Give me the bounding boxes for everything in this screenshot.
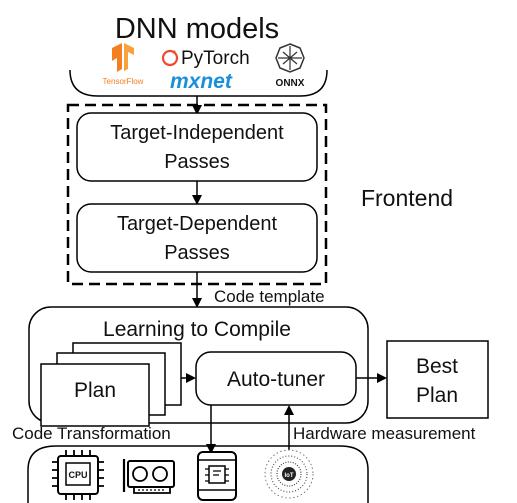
autotuner-label: Auto-tuner xyxy=(227,368,325,391)
svg-text:Passes: Passes xyxy=(164,151,230,173)
svg-text:ONNX: ONNX xyxy=(276,78,305,89)
svg-text:TensorFlow: TensorFlow xyxy=(103,77,144,86)
diagram-title: DNN models xyxy=(115,13,279,45)
plan-label: Plan xyxy=(74,379,116,402)
learning-to-compile-label: Learning to Compile xyxy=(103,318,291,341)
hardware-measurement-label: Hardware measurement xyxy=(293,424,476,443)
models-container xyxy=(69,69,328,97)
code-template-label: Code template xyxy=(214,287,325,306)
cpu-icon: CPU xyxy=(52,450,104,500)
iot-icon: IoT xyxy=(264,449,314,499)
mobile-device-icon xyxy=(197,451,237,501)
plan-card-front xyxy=(40,363,150,427)
tensorflow-logo: TensorFlow xyxy=(103,43,144,86)
svg-text:PyTorch: PyTorch xyxy=(181,48,250,69)
best-plan-box xyxy=(386,340,489,419)
pytorch-logo: PyTorch xyxy=(161,48,250,69)
svg-text:Best: Best xyxy=(416,355,458,378)
svg-text:Target-Independent: Target-Independent xyxy=(110,122,284,144)
mxnet-logo: mxnet xyxy=(170,70,233,93)
onnx-logo: ONNX xyxy=(275,43,305,89)
frontend-label: Frontend xyxy=(361,185,453,211)
svg-text:Passes: Passes xyxy=(164,242,230,264)
code-transformation-label: Code Transformation xyxy=(12,424,171,443)
svg-text:Target-Dependent: Target-Dependent xyxy=(117,213,278,235)
svg-text:CPU: CPU xyxy=(68,470,87,480)
svg-text:IoT: IoT xyxy=(285,473,294,479)
hardware-container xyxy=(27,445,369,503)
svg-text:Plan: Plan xyxy=(416,384,458,407)
gpu-card-icon xyxy=(122,459,175,494)
